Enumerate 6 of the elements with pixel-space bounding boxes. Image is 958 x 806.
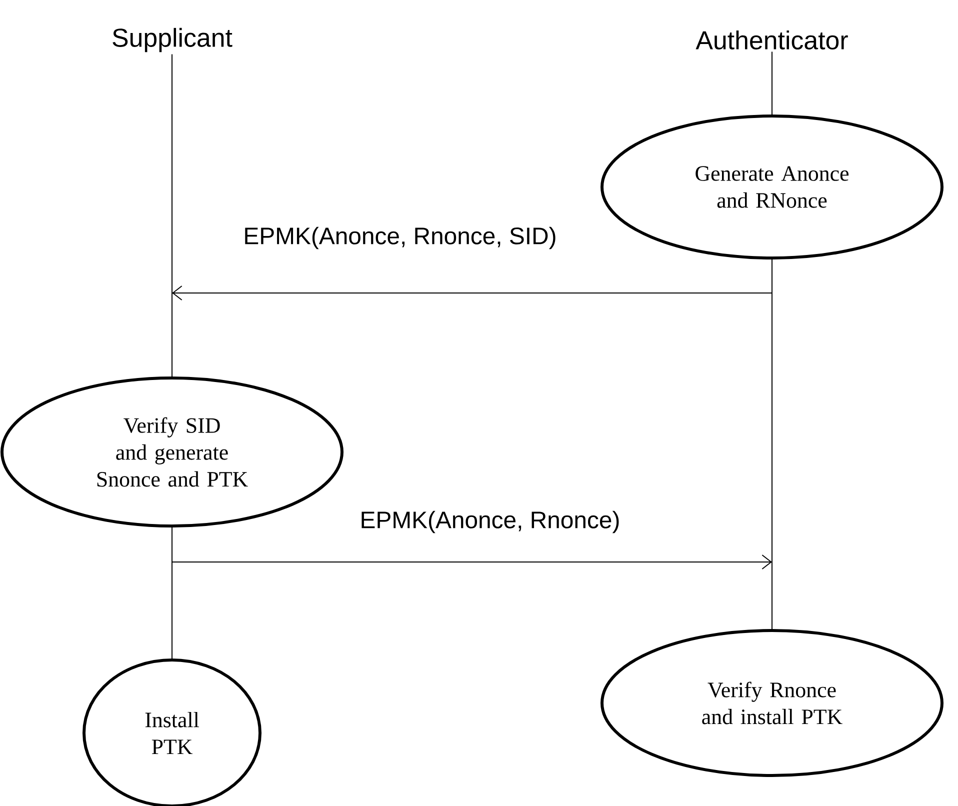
lifeline-heading: Supplicant <box>112 28 232 52</box>
message-arrow <box>172 554 772 570</box>
lifeline-heading: Authenticator <box>696 30 848 50</box>
edge-label: EPMK(Anonce, Rnonce) <box>358 510 622 534</box>
message-arrow <box>172 286 772 300</box>
edge-label: EPMK(Anonce, Rnonce, SID) <box>242 226 558 250</box>
